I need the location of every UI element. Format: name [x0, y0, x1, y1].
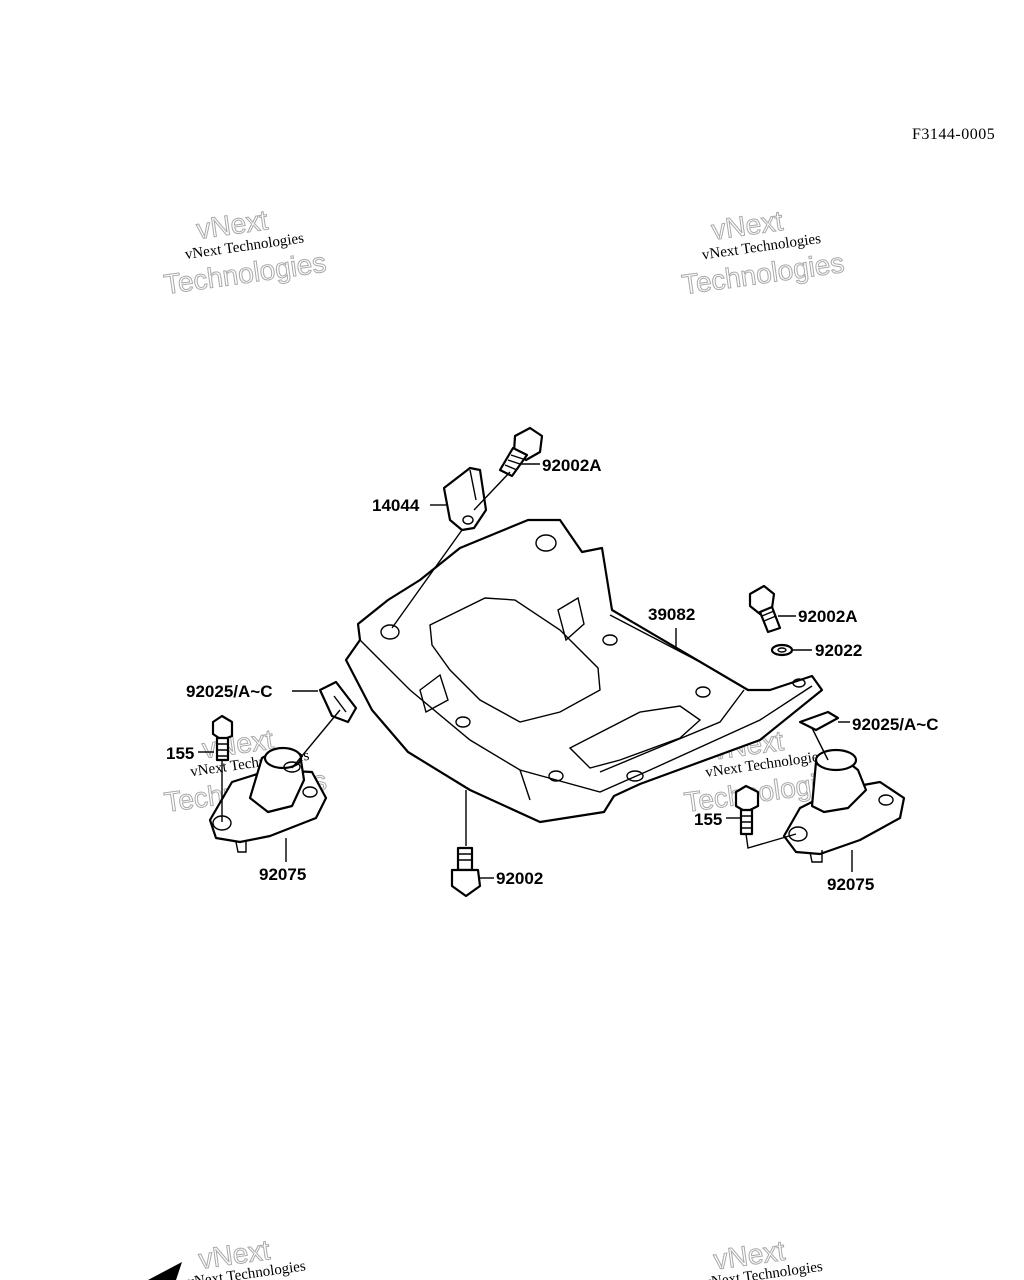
bracket-14044 [442, 466, 488, 532]
label-bolt-bottom: 92002 [496, 869, 543, 888]
reference-code: F3144-0005 [912, 126, 996, 143]
label-mount-left: 92075 [259, 865, 306, 884]
screw-left [211, 714, 234, 762]
screw-right [734, 784, 760, 836]
watermark-bottom-right: vNext vNext Technologies [703, 1234, 824, 1280]
mount-left [208, 746, 328, 853]
washer-right [770, 643, 794, 657]
label-bolt-right: 92002A [798, 607, 858, 626]
label-washer-right: 92022 [815, 641, 862, 660]
label-clip-left: 92025/A~C [186, 682, 272, 701]
label-screw-left: 155 [166, 744, 194, 763]
mount-right [782, 748, 906, 863]
bolt-right [748, 584, 782, 634]
label-bolt-top: 92002A [542, 456, 602, 475]
bolt-top [498, 426, 544, 478]
label-plate: 39082 [648, 605, 695, 624]
corner-triangle-mark [148, 1262, 182, 1280]
label-clip-right: 92025/A~C [852, 715, 938, 734]
watermark-bottom-left: vNext vNext Technologies [186, 1234, 307, 1280]
label-mount-right: 92075 [827, 875, 874, 894]
label-screw-right: 155 [694, 810, 722, 829]
label-bracket: 14044 [372, 496, 420, 515]
clip-left [318, 680, 358, 724]
watermark-top-right: vNext Technologies vNext Technologies [679, 205, 846, 301]
leader-lines [198, 463, 853, 879]
watermark-top-left: vNext Technologies vNext Technologies [161, 204, 328, 301]
clip-right [798, 710, 840, 732]
skid-plate [344, 518, 824, 824]
bolt-bottom [450, 846, 482, 898]
